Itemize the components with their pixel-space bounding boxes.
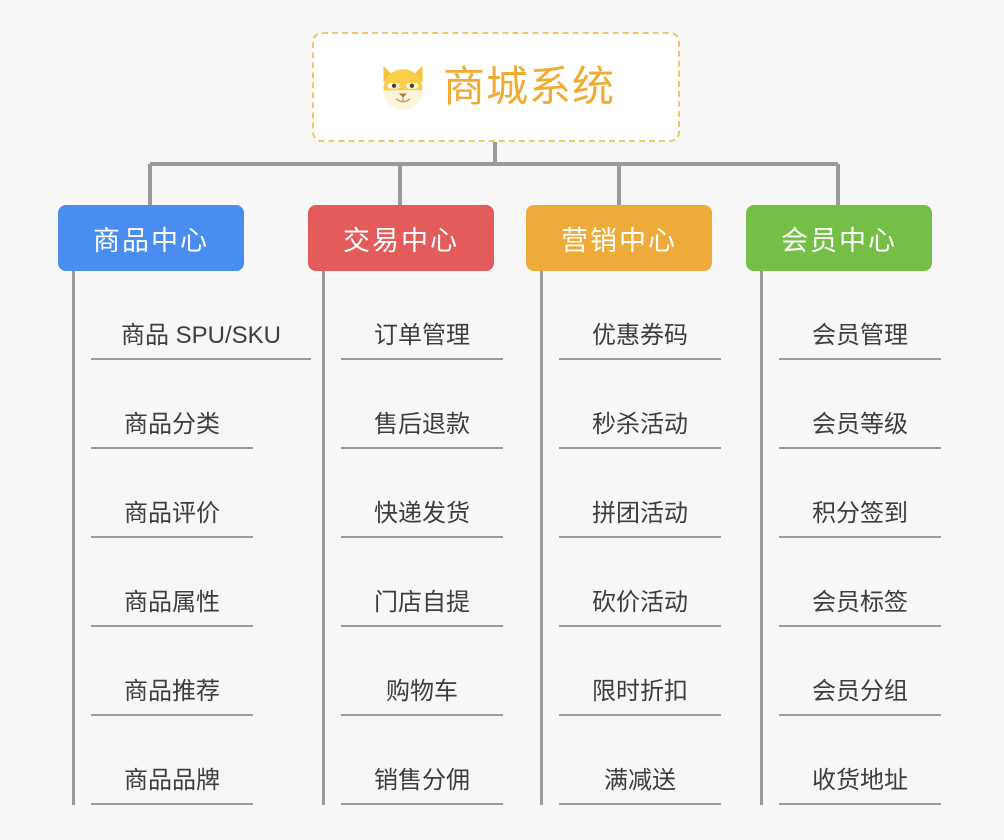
leaf-item[interactable]: 订单管理 xyxy=(341,271,528,360)
leaf-item[interactable]: 限时折扣 xyxy=(559,627,746,716)
leaf-label: 砍价活动 xyxy=(559,582,721,627)
root-title: 商城系统 xyxy=(442,63,615,110)
leaf-label: 拼团活动 xyxy=(559,493,721,538)
leaf-label: 快递发货 xyxy=(341,493,503,538)
leaf-item[interactable]: 商品分类 xyxy=(91,360,278,449)
category-column-1: 交易中心 订单管理 售后退款 快递发货 门店自提 购物车 销售分佣 xyxy=(308,205,528,805)
category-box-2[interactable]: 营销中心 xyxy=(526,205,712,271)
leaf-item[interactable]: 销售分佣 xyxy=(341,716,528,805)
leaf-label: 会员标签 xyxy=(779,582,941,627)
leaf-label: 会员管理 xyxy=(779,315,941,360)
leaf-item[interactable]: 售后退款 xyxy=(341,360,528,449)
leaf-label: 售后退款 xyxy=(341,404,503,449)
leaf-list-2: 优惠券码 秒杀活动 拼团活动 砍价活动 限时折扣 满减送 xyxy=(540,271,746,805)
leaf-label: 订单管理 xyxy=(341,315,503,360)
leaf-item[interactable]: 收货地址 xyxy=(779,716,966,805)
leaf-list-0: 商品 SPU/SKU 商品分类 商品评价 商品属性 商品推荐 商品品牌 xyxy=(72,271,311,805)
root-node[interactable]: 商城系统 xyxy=(312,32,680,142)
leaf-label: 销售分佣 xyxy=(341,760,503,805)
category-label-1: 交易中心 xyxy=(343,225,459,256)
category-box-3[interactable]: 会员中心 xyxy=(746,205,932,271)
category-label-2: 营销中心 xyxy=(561,225,677,256)
leaf-item[interactable]: 满减送 xyxy=(559,716,746,805)
leaf-item[interactable]: 会员管理 xyxy=(779,271,966,360)
category-box-1[interactable]: 交易中心 xyxy=(308,205,494,271)
leaf-item[interactable]: 商品品牌 xyxy=(91,716,278,805)
leaf-item[interactable]: 会员等级 xyxy=(779,360,966,449)
category-column-3: 会员中心 会员管理 会员等级 积分签到 会员标签 会员分组 收货地址 xyxy=(746,205,966,805)
leaf-item[interactable]: 商品属性 xyxy=(91,538,278,627)
leaf-item[interactable]: 快递发货 xyxy=(341,449,528,538)
leaf-label: 商品 SPU/SKU xyxy=(91,315,311,360)
leaf-item[interactable]: 积分签到 xyxy=(779,449,966,538)
leaf-item[interactable]: 会员分组 xyxy=(779,627,966,716)
category-box-0[interactable]: 商品中心 xyxy=(58,205,244,271)
leaf-label: 商品品牌 xyxy=(91,760,253,805)
leaf-item[interactable]: 购物车 xyxy=(341,627,528,716)
leaf-label: 会员分组 xyxy=(779,671,941,716)
leaf-item[interactable]: 砍价活动 xyxy=(559,538,746,627)
leaf-label: 收货地址 xyxy=(779,760,941,805)
leaf-list-3: 会员管理 会员等级 积分签到 会员标签 会员分组 收货地址 xyxy=(760,271,966,805)
category-label-0: 商品中心 xyxy=(93,225,209,256)
leaf-label: 会员等级 xyxy=(779,404,941,449)
category-column-2: 营销中心 优惠券码 秒杀活动 拼团活动 砍价活动 限时折扣 满减送 xyxy=(526,205,746,805)
leaf-label: 秒杀活动 xyxy=(559,404,721,449)
leaf-label: 商品推荐 xyxy=(91,671,253,716)
leaf-item[interactable]: 优惠券码 xyxy=(559,271,746,360)
leaf-label: 门店自提 xyxy=(341,582,503,627)
leaf-label: 满减送 xyxy=(559,760,721,805)
leaf-item[interactable]: 拼团活动 xyxy=(559,449,746,538)
leaf-label: 商品评价 xyxy=(91,493,253,538)
category-label-3: 会员中心 xyxy=(781,225,897,256)
leaf-list-1: 订单管理 售后退款 快递发货 门店自提 购物车 销售分佣 xyxy=(322,271,528,805)
leaf-item[interactable]: 商品 SPU/SKU xyxy=(91,271,311,360)
leaf-label: 商品分类 xyxy=(91,404,253,449)
leaf-item[interactable]: 商品推荐 xyxy=(91,627,278,716)
leaf-label: 限时折扣 xyxy=(559,671,721,716)
leaf-label: 优惠券码 xyxy=(559,315,721,360)
leaf-label: 积分签到 xyxy=(779,493,941,538)
leaf-label: 商品属性 xyxy=(91,582,253,627)
leaf-item[interactable]: 门店自提 xyxy=(341,538,528,627)
leaf-item[interactable]: 商品评价 xyxy=(91,449,278,538)
category-column-0: 商品中心 商品 SPU/SKU 商品分类 商品评价 商品属性 商品推荐 商品品牌 xyxy=(58,205,311,805)
leaf-label: 购物车 xyxy=(341,671,503,716)
leaf-item[interactable]: 秒杀活动 xyxy=(559,360,746,449)
leaf-item[interactable]: 会员标签 xyxy=(779,538,966,627)
shiba-dog-face-icon xyxy=(383,65,423,110)
